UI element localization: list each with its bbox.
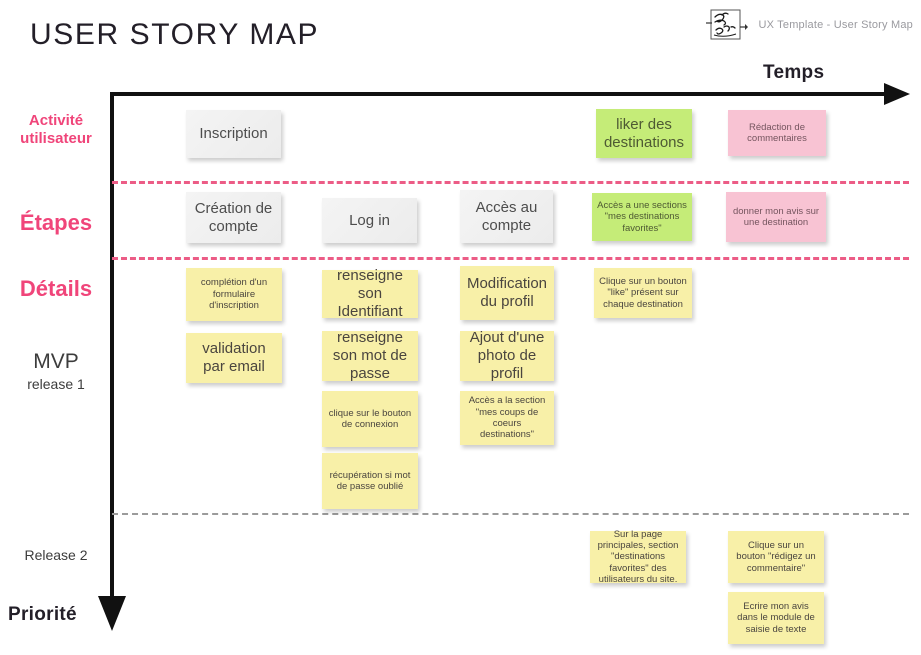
priority-axis-line [110,92,114,600]
divider-activite-etapes [112,181,909,184]
row-label-mvp-main: MVP [33,350,79,373]
priority-axis-arrowhead-icon [98,596,126,631]
card-etapes-donner-mon-avis[interactable]: donner mon avis sur une destination [726,192,826,242]
card-mvp-completion-formulaire[interactable]: complétion d'un formulaire d'inscription [186,268,282,321]
brand-text: UX Template - User Story Map [758,19,913,31]
time-axis-arrowhead-icon [884,83,910,105]
card-etapes-acces-destinations-favorites[interactable]: Accès a une sections "mes destinations f… [592,193,692,241]
card-mvp-renseigne-mot-de-passe[interactable]: renseigne son mot de passe [322,329,418,382]
priority-axis-label: Priorité [8,604,77,625]
row-label-mvp-sub: release 1 [27,375,85,392]
card-mvp-acces-coups-de-coeurs[interactable]: Accès a la section "mes coups de coeurs … [460,391,554,445]
card-activite-inscription[interactable]: Inscription [186,110,281,158]
card-mvp-validation-email[interactable]: validation par email [186,333,282,383]
card-activite-redaction-commentaires[interactable]: Rédaction de commentaires [728,110,826,156]
card-mvp-ajout-photo-profil[interactable]: Ajout d'une photo de profil [460,329,554,382]
card-release2-clique-bouton-redigez[interactable]: Clique sur un bouton "rédigez un comment… [728,531,824,583]
row-label-details: Détails [19,276,93,301]
card-etapes-acces-au-compte[interactable]: Accès au compte [460,190,553,243]
card-release2-ecrire-avis-module[interactable]: Ecrire mon avis dans le module de saisie… [728,592,824,644]
page-title: USER STORY MAP [30,18,320,51]
row-label-release2: Release 2 [24,547,88,563]
row-label-etapes: Étapes [19,210,93,235]
divider-mvp-release2 [112,513,909,515]
card-mvp-recuperation-mot-de-passe[interactable]: récupération si mot de passe oublié [322,453,418,509]
brand-block: UX Template - User Story Map [704,8,913,42]
card-release2-page-principale-favorites[interactable]: Sur la page principales, section "destin… [590,529,686,585]
card-mvp-modification-profil[interactable]: Modification du profil [460,266,554,320]
card-activite-liker-destinations[interactable]: liker des destinations [596,109,692,158]
time-axis-line [112,92,892,96]
time-axis-label: Temps [763,62,825,83]
jenn-janis-signature-logo-icon [706,9,749,40]
card-etapes-log-in[interactable]: Log in [322,198,417,243]
card-mvp-clique-bouton-like[interactable]: Clique sur un bouton "like" présent sur … [594,268,692,318]
card-mvp-renseigne-identifiant[interactable]: renseigne son Identifiant [322,267,418,320]
card-etapes-creation-compte[interactable]: Création de compte [186,192,281,243]
divider-etapes-details [112,257,909,260]
card-mvp-clique-bouton-connexion[interactable]: clique sur le bouton de connexion [322,391,418,447]
row-label-mvp: MVP release 1 [0,349,112,393]
row-label-activite-utilisateur: Activité utilisateur [20,112,92,148]
